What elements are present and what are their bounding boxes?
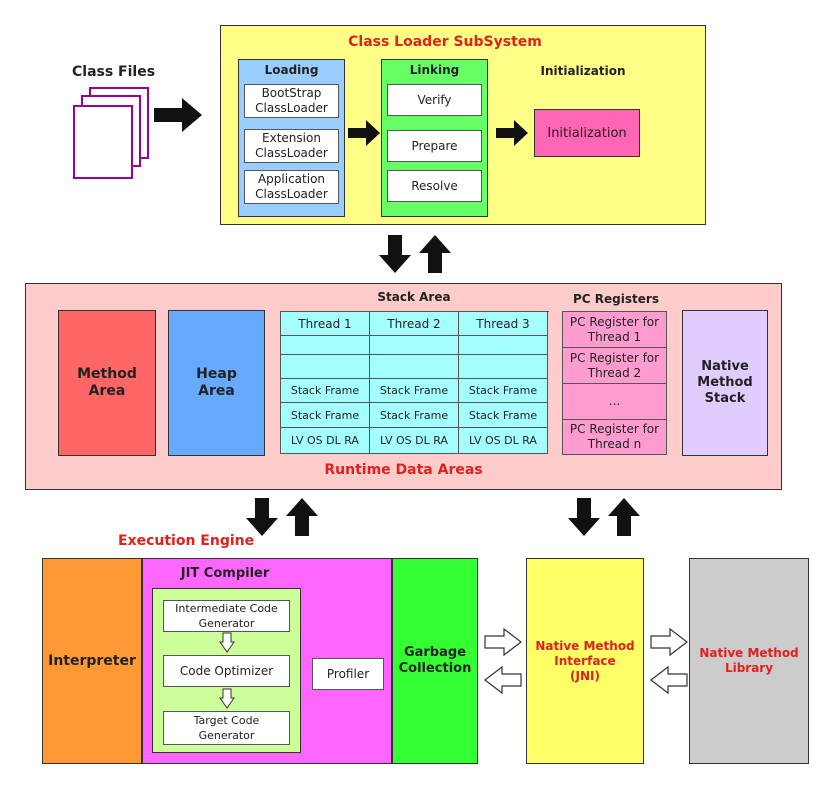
stack-cell-empty (459, 336, 548, 355)
profiler-box: Profiler (312, 658, 384, 690)
target-code-generator: Target Code Generator (163, 711, 290, 745)
pc-register-ellipsis: ... (563, 384, 666, 420)
interpreter-box: Interpreter (42, 558, 142, 764)
intermediate-code-generator: Intermediate Code Generator (163, 600, 290, 632)
pc-register-item: PC Register for Thread 1 (563, 312, 666, 348)
application-classloader: Application ClassLoader (244, 170, 339, 204)
prepare-step: Prepare (387, 130, 482, 162)
stack-area-title: Stack Area (377, 290, 451, 304)
bootstrap-classloader: BootStrap ClassLoader (244, 84, 339, 118)
runtime-title: Runtime Data Areas (324, 462, 483, 478)
initialization-title: Initialization (540, 64, 626, 78)
execution-engine-title: Execution Engine (118, 533, 255, 549)
hollow-arrow-down-icon (219, 632, 235, 653)
arrow-down-icon (379, 235, 411, 273)
arrow-up-icon (608, 498, 640, 536)
stack-cell-empty (370, 336, 459, 355)
arrow-up-icon (286, 498, 318, 536)
lv-os-dl-ra-cell: LV OS DL RA (370, 428, 459, 454)
stack-cell-empty (370, 355, 459, 379)
hollow-arrow-right-icon (650, 627, 688, 657)
linking-title: Linking (409, 63, 460, 77)
method-area: Method Area (58, 310, 156, 456)
stack-frame-cell: Stack Frame (281, 379, 370, 403)
garbage-collection-box: Garbage Collection (392, 558, 478, 764)
class-files-label: Class Files (72, 64, 156, 80)
arrow-right-icon (348, 120, 380, 146)
thread-header: Thread 3 (459, 312, 548, 336)
hollow-arrow-down-icon (219, 688, 235, 709)
stack-area-grid: Thread 1 Thread 2 Thread 3 Stack Frame S… (280, 311, 549, 454)
heap-area: Heap Area (168, 310, 265, 456)
initialization-box: Initialization (534, 109, 640, 157)
arrow-right-icon (154, 98, 202, 132)
stack-cell-empty (459, 355, 548, 379)
pc-register-item: PC Register for Thread n (563, 420, 666, 455)
extension-classloader: Extension ClassLoader (244, 129, 339, 163)
code-optimizer: Code Optimizer (163, 655, 290, 687)
arrow-right-icon (496, 120, 528, 146)
stack-frame-cell: Stack Frame (459, 403, 548, 428)
hollow-arrow-right-icon (484, 627, 522, 657)
stack-frame-cell: Stack Frame (370, 403, 459, 428)
jit-compiler-title: JIT Compiler (180, 566, 270, 581)
arrow-down-icon (246, 498, 278, 536)
thread-header: Thread 2 (370, 312, 459, 336)
stack-cell-empty (281, 355, 370, 379)
arrow-up-icon (419, 235, 451, 273)
hollow-arrow-left-icon (650, 665, 688, 695)
class-files-icon (73, 87, 149, 179)
stack-cell-empty (281, 336, 370, 355)
lv-os-dl-ra-cell: LV OS DL RA (281, 428, 370, 454)
verify-step: Verify (387, 84, 482, 116)
arrow-down-icon (568, 498, 600, 536)
native-method-interface: Native Method Interface (JNI) (526, 558, 644, 764)
stack-frame-cell: Stack Frame (459, 379, 548, 403)
loading-title: Loading (264, 63, 319, 77)
hollow-arrow-left-icon (484, 665, 522, 695)
native-method-library: Native Method Library (689, 558, 809, 764)
stack-frame-cell: Stack Frame (370, 379, 459, 403)
class-loader-title: Class Loader SubSystem (348, 34, 542, 50)
native-method-stack: Native Method Stack (682, 310, 768, 456)
pc-registers-title: PC Registers (573, 292, 659, 306)
pc-register-item: PC Register for Thread 2 (563, 348, 666, 384)
thread-header: Thread 1 (281, 312, 370, 336)
resolve-step: Resolve (387, 170, 482, 202)
pc-registers-list: PC Register for Thread 1 PC Register for… (562, 311, 667, 455)
lv-os-dl-ra-cell: LV OS DL RA (459, 428, 548, 454)
stack-frame-cell: Stack Frame (281, 403, 370, 428)
